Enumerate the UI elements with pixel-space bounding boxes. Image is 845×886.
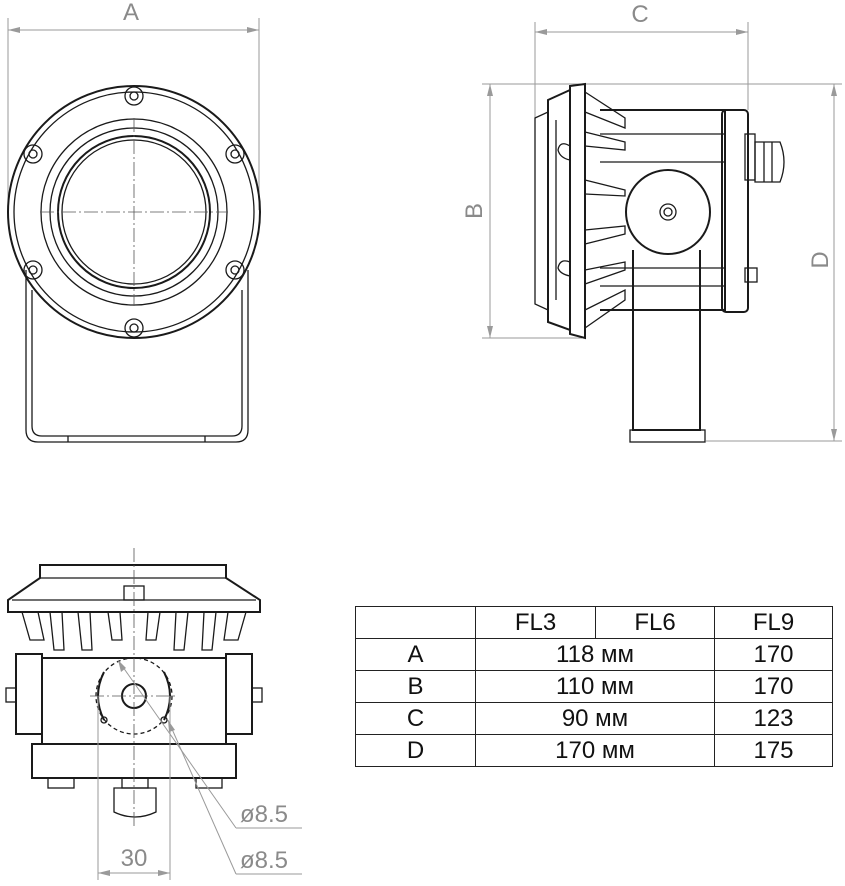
cable-gland — [754, 141, 785, 183]
fl3-fl6-value: 170 мм — [475, 734, 715, 767]
leader-hole-1 — [117, 659, 237, 829]
housing-body — [600, 109, 726, 311]
side-screw-right — [251, 687, 263, 703]
gland-base — [744, 133, 756, 181]
fl3-fl6-value: 118 мм — [475, 638, 715, 671]
hole-2-label: ø8.5 — [240, 847, 288, 874]
dim-d-label: D — [807, 251, 834, 268]
table-row: A 118 мм 170 — [355, 638, 833, 671]
table-row: C 90 мм 123 — [355, 702, 833, 735]
flange-rim — [569, 82, 586, 340]
dim-c-label: C — [631, 1, 648, 28]
header-cell — [355, 606, 476, 639]
clip-bottom — [557, 260, 571, 277]
dim-a-arrow-left — [8, 27, 20, 33]
side-block-left — [15, 653, 43, 735]
table-row: D 170 мм 175 — [355, 734, 833, 767]
table-row: B 110 мм 170 — [355, 670, 833, 703]
fl9-value: 175 — [714, 734, 833, 767]
fl9-value: 170 — [714, 638, 833, 671]
row-label: C — [355, 702, 476, 735]
flange-outer — [7, 85, 261, 339]
dim-c-arrow-left — [535, 29, 547, 35]
leader-arrow-2 — [168, 720, 175, 732]
lens-side — [534, 110, 549, 312]
pivot-bolt-inner — [663, 207, 673, 217]
front-view: A — [7, 0, 261, 443]
rear-screw — [744, 267, 758, 283]
gland-nut-bottom — [121, 777, 149, 789]
header-fl6: FL6 — [595, 606, 715, 639]
bracket-inner — [31, 290, 243, 437]
pivot-bolt — [659, 203, 677, 221]
dim-b-arrow-top — [487, 84, 493, 96]
row-label: B — [355, 670, 476, 703]
row-label: A — [355, 638, 476, 671]
side-screw-left — [5, 687, 17, 703]
pivot-disc — [625, 169, 711, 255]
side-view: C B D — [461, 1, 842, 443]
flange-bolts — [23, 86, 245, 338]
dim-c-arrow-right — [736, 29, 748, 35]
hole-1-label: ø8.5 — [240, 801, 288, 828]
leader-hole-2 — [167, 719, 237, 875]
fl9-value: 123 — [714, 702, 833, 735]
dim-d-arrow-bottom — [831, 429, 837, 441]
side-block-right — [225, 653, 253, 735]
flange-bottom — [7, 564, 261, 613]
fl3-fl6-value: 90 мм — [475, 702, 715, 735]
slot-end — [160, 716, 168, 724]
slot-end — [100, 716, 108, 724]
cable-gland-bottom — [113, 787, 157, 818]
leader-arrow-1 — [118, 660, 126, 672]
row-label: D — [355, 734, 476, 767]
dim-d-arrow-top — [831, 84, 837, 96]
foot-right — [195, 777, 223, 789]
fl3-fl6-value: 110 мм — [475, 670, 715, 703]
foot-left — [47, 777, 75, 789]
dim-30-arrow-left — [98, 870, 110, 876]
fins-bottom — [21, 611, 247, 651]
heatsink-fins — [584, 91, 626, 329]
bracket-foot — [629, 429, 706, 443]
spec-table: FL3 FL6 FL9 A 118 мм 170 B 110 мм 170 C … — [355, 606, 833, 767]
flange-side — [547, 88, 571, 332]
bracket-outer — [25, 270, 249, 443]
spec-table-header: FL3 FL6 FL9 — [355, 606, 833, 639]
dim-30-arrow-right — [158, 870, 170, 876]
clip-top — [557, 143, 571, 161]
dim-a-arrow-right — [247, 27, 259, 33]
rear-cover — [721, 109, 749, 313]
dim-a-label: A — [123, 0, 139, 26]
bottom-view: 30 ø8.5 ø8.5 — [5, 548, 302, 880]
dim-30-label: 30 — [121, 845, 148, 872]
fl9-value: 170 — [714, 670, 833, 703]
header-fl3: FL3 — [475, 606, 596, 639]
dim-b-arrow-bottom — [487, 326, 493, 338]
bracket-side — [632, 250, 701, 431]
dim-b-label: B — [461, 203, 488, 219]
header-fl9: FL9 — [714, 606, 833, 639]
